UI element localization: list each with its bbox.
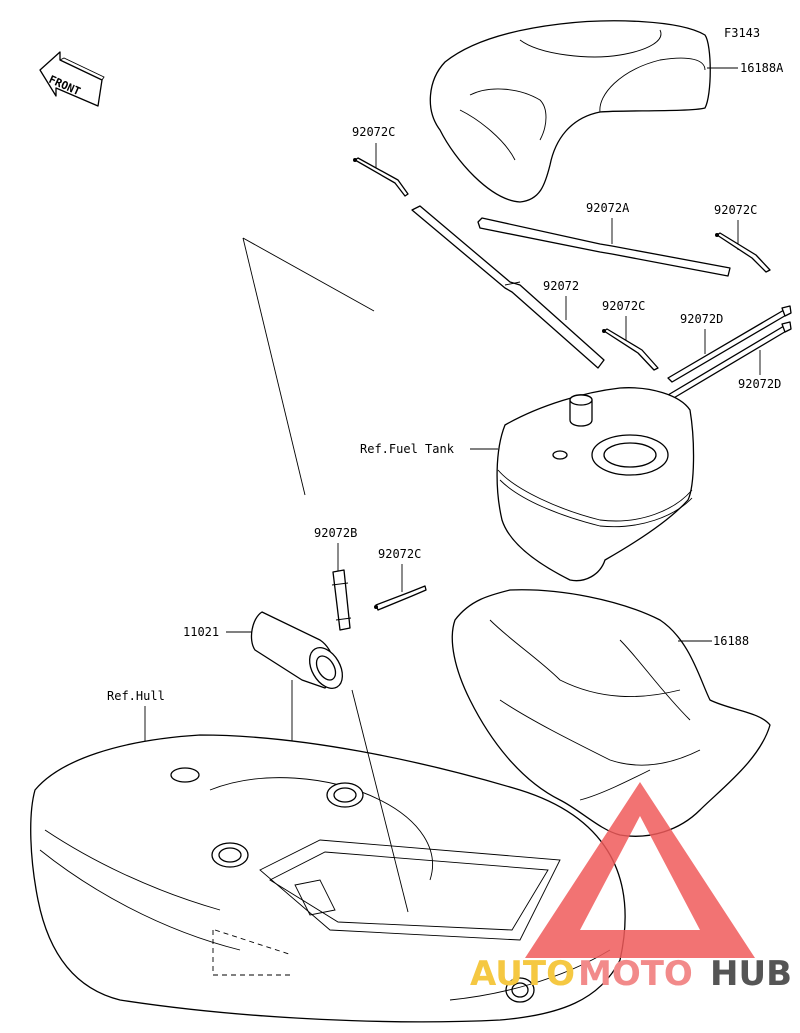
filter-cartridge-shape	[250, 611, 344, 689]
front-arrow-icon: FRONT	[39, 51, 105, 107]
label-11021: 11021	[183, 625, 219, 639]
label-92072C-1: 92072C	[352, 125, 395, 139]
watermark-moto: MOTO	[578, 954, 693, 994]
watermark-auto: AUTO	[470, 954, 575, 994]
label-92072A: 92072A	[586, 201, 630, 215]
watermark-hub: HUB	[710, 954, 792, 994]
strap-c-3-shape	[603, 328, 659, 371]
strap-c-4-shape	[375, 585, 427, 611]
seat-cover-lower-shape	[451, 589, 771, 837]
strap-c-2-shape	[716, 232, 771, 273]
strap-b-shape	[332, 569, 351, 631]
label-92072D-2: 92072D	[738, 377, 781, 391]
label-16188A: 16188A	[740, 61, 784, 75]
hull-shape	[30, 734, 626, 1023]
label-92072B: 92072B	[314, 526, 357, 540]
strap-c-1-shape	[354, 157, 409, 197]
strap-a-shape	[477, 217, 731, 277]
fuel-tank-shape	[496, 387, 695, 582]
label-ref-hull: Ref.Hull	[107, 689, 165, 703]
watermark-logo: AUTO MOTO HUB	[470, 782, 792, 994]
label-92072C-4: 92072C	[378, 547, 421, 561]
seat-cover-upper-shape	[429, 20, 711, 203]
label-92072C-3: 92072C	[602, 299, 645, 313]
strap-long-shape	[411, 205, 605, 369]
figure-code: F3143	[724, 26, 760, 40]
label-92072: 92072	[543, 279, 579, 293]
label-ref-fuel-tank: Ref.Fuel Tank	[360, 442, 455, 456]
label-16188: 16188	[713, 634, 749, 648]
label-92072D-1: 92072D	[680, 312, 723, 326]
label-92072C-2: 92072C	[714, 203, 757, 217]
